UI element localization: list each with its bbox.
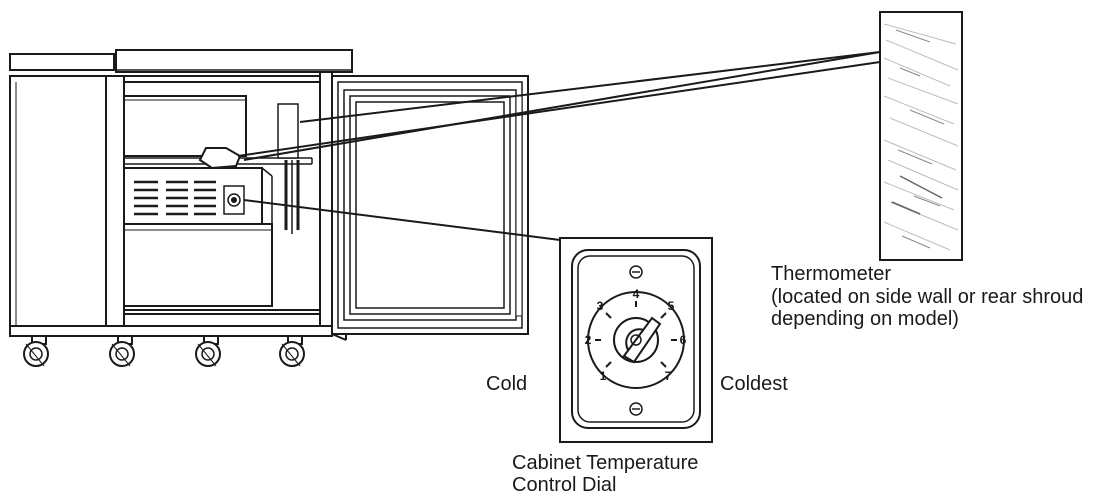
dial-caption-line-2: Control Dial [512, 474, 617, 496]
caster-wheel-1 [23, 335, 49, 367]
dial-number-7: 7 [665, 369, 672, 383]
leader-thermo-upper [299, 51, 881, 123]
dial-number-4: 4 [633, 287, 640, 301]
cabinet-unit [9, 49, 529, 367]
dial-number-5: 5 [668, 299, 675, 313]
coldest-label: Coldest [720, 373, 788, 395]
caster-wheel-3 [195, 335, 221, 367]
temperature-dial-callout [559, 237, 713, 443]
dial-caption-line-1: Cabinet Temperature [512, 452, 699, 474]
cabinet-left-panel [9, 75, 107, 335]
caster-wheel-4 [279, 335, 305, 367]
thermometer-callout [879, 11, 963, 261]
dial-knob [613, 316, 662, 364]
small-dial-icon [227, 193, 241, 207]
dial-number-2: 2 [585, 333, 592, 347]
leader-lines [237, 51, 881, 241]
caster-wheels [23, 335, 305, 367]
bottom-screw-icon [629, 402, 643, 416]
dial-number-6: 6 [680, 333, 687, 347]
dial-number-1: 1 [600, 369, 607, 383]
dial-number-3: 3 [597, 299, 604, 313]
thermometer-label: Thermometer [771, 263, 892, 285]
condensing-unit [123, 167, 273, 307]
rear-panel [123, 95, 247, 157]
top-screw-icon [629, 265, 643, 279]
cabinet-top-right [115, 49, 353, 73]
leader-thermo-mid [243, 51, 881, 161]
dial-caption: Cabinet Temperature Control Dial [512, 452, 698, 496]
dial-ticks [595, 301, 677, 368]
thermometer-location-note: (located on side wall or rear shroud dep… [771, 286, 1084, 330]
leader-thermo-lower [237, 61, 881, 157]
thermometer-box [879, 11, 963, 261]
thermometer-texture [883, 23, 959, 251]
caster-wheel-2 [109, 335, 135, 367]
leader-dial [243, 199, 561, 241]
cold-label: Cold [486, 373, 528, 395]
